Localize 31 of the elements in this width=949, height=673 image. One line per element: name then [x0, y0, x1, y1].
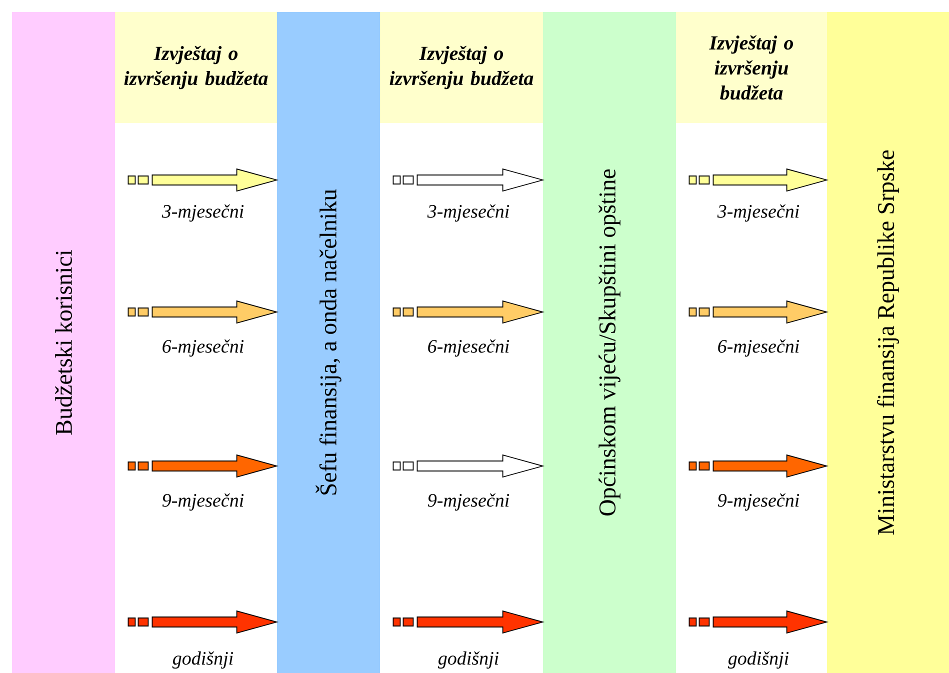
edge-label: 3-mjesečni [717, 204, 800, 222]
column-band: Općinskom vijeću/Skupštini opštine [543, 12, 676, 673]
edge-label: 9-mjesečni [428, 493, 510, 511]
edge-label: 6-mjesečni [162, 339, 244, 357]
edge-label: godišnji [728, 651, 789, 669]
edge-label: godišnji [438, 651, 499, 669]
header-box: Izvještaj o izvršenju budžeta [380, 12, 543, 123]
edge-label: 9-mjesečni [718, 493, 800, 511]
block-arrow [688, 610, 828, 634]
header-box: Izvještaj o izvršenju budžeta [115, 12, 277, 123]
block-arrow [688, 168, 828, 192]
block-arrow [392, 168, 544, 192]
block-arrow [128, 454, 278, 478]
block-arrow [688, 454, 828, 478]
edge-label: 3-mjesečni [162, 204, 244, 222]
edge-label: 6-mjesečni [428, 339, 510, 357]
edge-label: 6-mjesečni [718, 339, 800, 357]
block-arrow [688, 300, 828, 324]
block-arrow [128, 168, 278, 192]
edge-label: godišnji [172, 651, 234, 669]
block-arrow [128, 300, 278, 324]
edge-label: 3-mjesečni [427, 204, 510, 222]
block-arrow [392, 300, 544, 324]
block-arrow [392, 610, 544, 634]
block-arrow [128, 610, 278, 634]
block-arrow [392, 454, 544, 478]
column-band: Šefu finansija, a onda načelniku [277, 12, 380, 673]
edge-label: 9-mjesečni [162, 493, 244, 511]
header-box: Izvještaj o izvršenju budžeta [676, 12, 827, 123]
column-band: Ministarstvu finansija Republike Srpske [827, 12, 949, 673]
column-band: Budžetski korisnici [12, 12, 115, 673]
